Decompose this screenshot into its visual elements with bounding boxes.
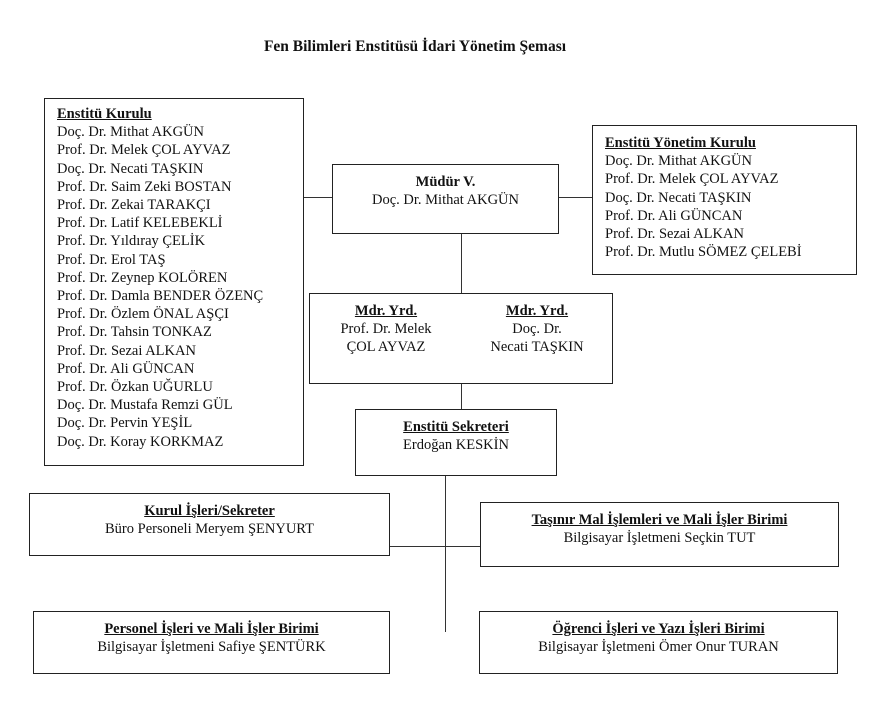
tasinir-box: Taşınır Mal İşlemleri ve Mali İşler Biri… [480, 502, 839, 567]
kurul-isleri-box: Kurul İşleri/Sekreter Büro Personeli Mer… [29, 493, 390, 556]
mdr-yrd-box: Mdr. Yrd. Prof. Dr. Melek ÇOL AYVAZ Mdr.… [309, 293, 613, 384]
person-name: Büro Personeli Meryem ŞENYURT [105, 521, 314, 538]
member-name: Prof. Dr. Melek ÇOL AYVAZ [57, 142, 231, 159]
member-name: Doç. Dr. Necati TAŞKIN [57, 160, 204, 177]
member-name: Prof. Dr. Özlem ÖNAL AŞÇI [57, 306, 229, 323]
mudur-box: Müdür V. Doç. Dr. Mithat AKGÜN [332, 164, 559, 234]
member-name: Prof. Dr. Saim Zeki BOSTAN [57, 178, 232, 195]
member-name: Doç. Dr. Mustafa Remzi GÜL [57, 397, 233, 414]
box-heading: Öğrenci İşleri ve Yazı İşleri Birimi [552, 621, 765, 637]
member-name: Prof. Dr. Damla BENDER ÖZENÇ [57, 288, 264, 305]
person-name: Doç. Dr. Mithat AKGÜN [371, 192, 519, 209]
member-name: Prof. Dr. Özkan UĞURLU [57, 379, 213, 396]
connector-line [558, 197, 592, 198]
ogrenci-isleri-box: Öğrenci İşleri ve Yazı İşleri Birimi Bil… [479, 611, 838, 674]
box-heading: Personel İşleri ve Mali İşler Birimi [104, 621, 319, 637]
connector-line [445, 475, 446, 632]
member-name: Doç. Dr. Koray KORKMAZ [57, 433, 224, 450]
person-name: Bilgisayar İşletmeni Safiye ŞENTÜRK [97, 639, 326, 656]
member-name: Doç. Dr. Pervin YEŞİL [57, 415, 193, 432]
box-heading: Müdür V. [415, 174, 476, 190]
member-name: Prof. Dr. Zeynep KOLÖREN [57, 269, 228, 286]
mdr-yrd-2: Mdr. Yrd. Doç. Dr. Necati TAŞKIN [462, 294, 612, 357]
connector-line [303, 197, 332, 198]
member-name: Prof. Dr. Sezai ALKAN [57, 342, 196, 359]
member-name: Prof. Dr. Zekai TARAKÇI [57, 197, 211, 214]
person-name: Bilgisayar İşletmeni Seçkin TUT [563, 530, 756, 547]
member-name: Prof. Dr. Mutlu SÖMEZ ÇELEBİ [605, 244, 802, 261]
box-heading: Mdr. Yrd. [354, 303, 418, 319]
page-title: Fen Bilimleri Enstitüsü İdari Yönetim Şe… [263, 38, 567, 55]
member-name: Doç. Dr. Mithat AKGÜN [57, 124, 205, 141]
yonetim-kurulu-box: Enstitü Yönetim Kurulu Doç. Dr. Mithat A… [592, 125, 857, 275]
box-heading: Enstitü Sekreteri [403, 419, 509, 435]
box-heading: Kurul İşleri/Sekreter [144, 503, 275, 519]
member-name: Prof. Dr. Yıldıray ÇELİK [57, 233, 206, 250]
person-name: Necati TAŞKIN [490, 339, 584, 356]
member-name: Prof. Dr. Sezai ALKAN [605, 226, 744, 243]
sekreter-box: Enstitü Sekreteri Erdoğan KESKİN [355, 409, 557, 476]
member-name: Prof. Dr. Ali GÜNCAN [605, 207, 743, 224]
box-heading: Enstitü Yönetim Kurulu [605, 135, 756, 151]
person-name: Bilgisayar İşletmeni Ömer Onur TURAN [538, 639, 779, 656]
person-name: Prof. Dr. Melek [340, 321, 432, 338]
connector-line [389, 546, 480, 547]
person-name: Erdoğan KESKİN [403, 437, 509, 454]
person-name: ÇOL AYVAZ [346, 339, 426, 356]
member-name: Doç. Dr. Mithat AKGÜN [605, 153, 753, 170]
box-heading: Mdr. Yrd. [505, 303, 569, 319]
personel-isleri-box: Personel İşleri ve Mali İşler Birimi Bil… [33, 611, 390, 674]
mdr-yrd-1: Mdr. Yrd. Prof. Dr. Melek ÇOL AYVAZ [310, 294, 462, 357]
member-name: Prof. Dr. Latif KELEBEKLİ [57, 215, 223, 232]
member-name: Doç. Dr. Necati TAŞKIN [605, 189, 752, 206]
person-name: Doç. Dr. [512, 321, 562, 338]
box-heading: Enstitü Kurulu [57, 106, 152, 122]
member-name: Prof. Dr. Tahsin TONKAZ [57, 324, 212, 341]
member-name: Prof. Dr. Erol TAŞ [57, 251, 166, 268]
box-heading: Taşınır Mal İşlemleri ve Mali İşler Biri… [531, 512, 788, 528]
member-name: Prof. Dr. Melek ÇOL AYVAZ [605, 171, 779, 188]
member-name: Prof. Dr. Ali GÜNCAN [57, 360, 195, 377]
